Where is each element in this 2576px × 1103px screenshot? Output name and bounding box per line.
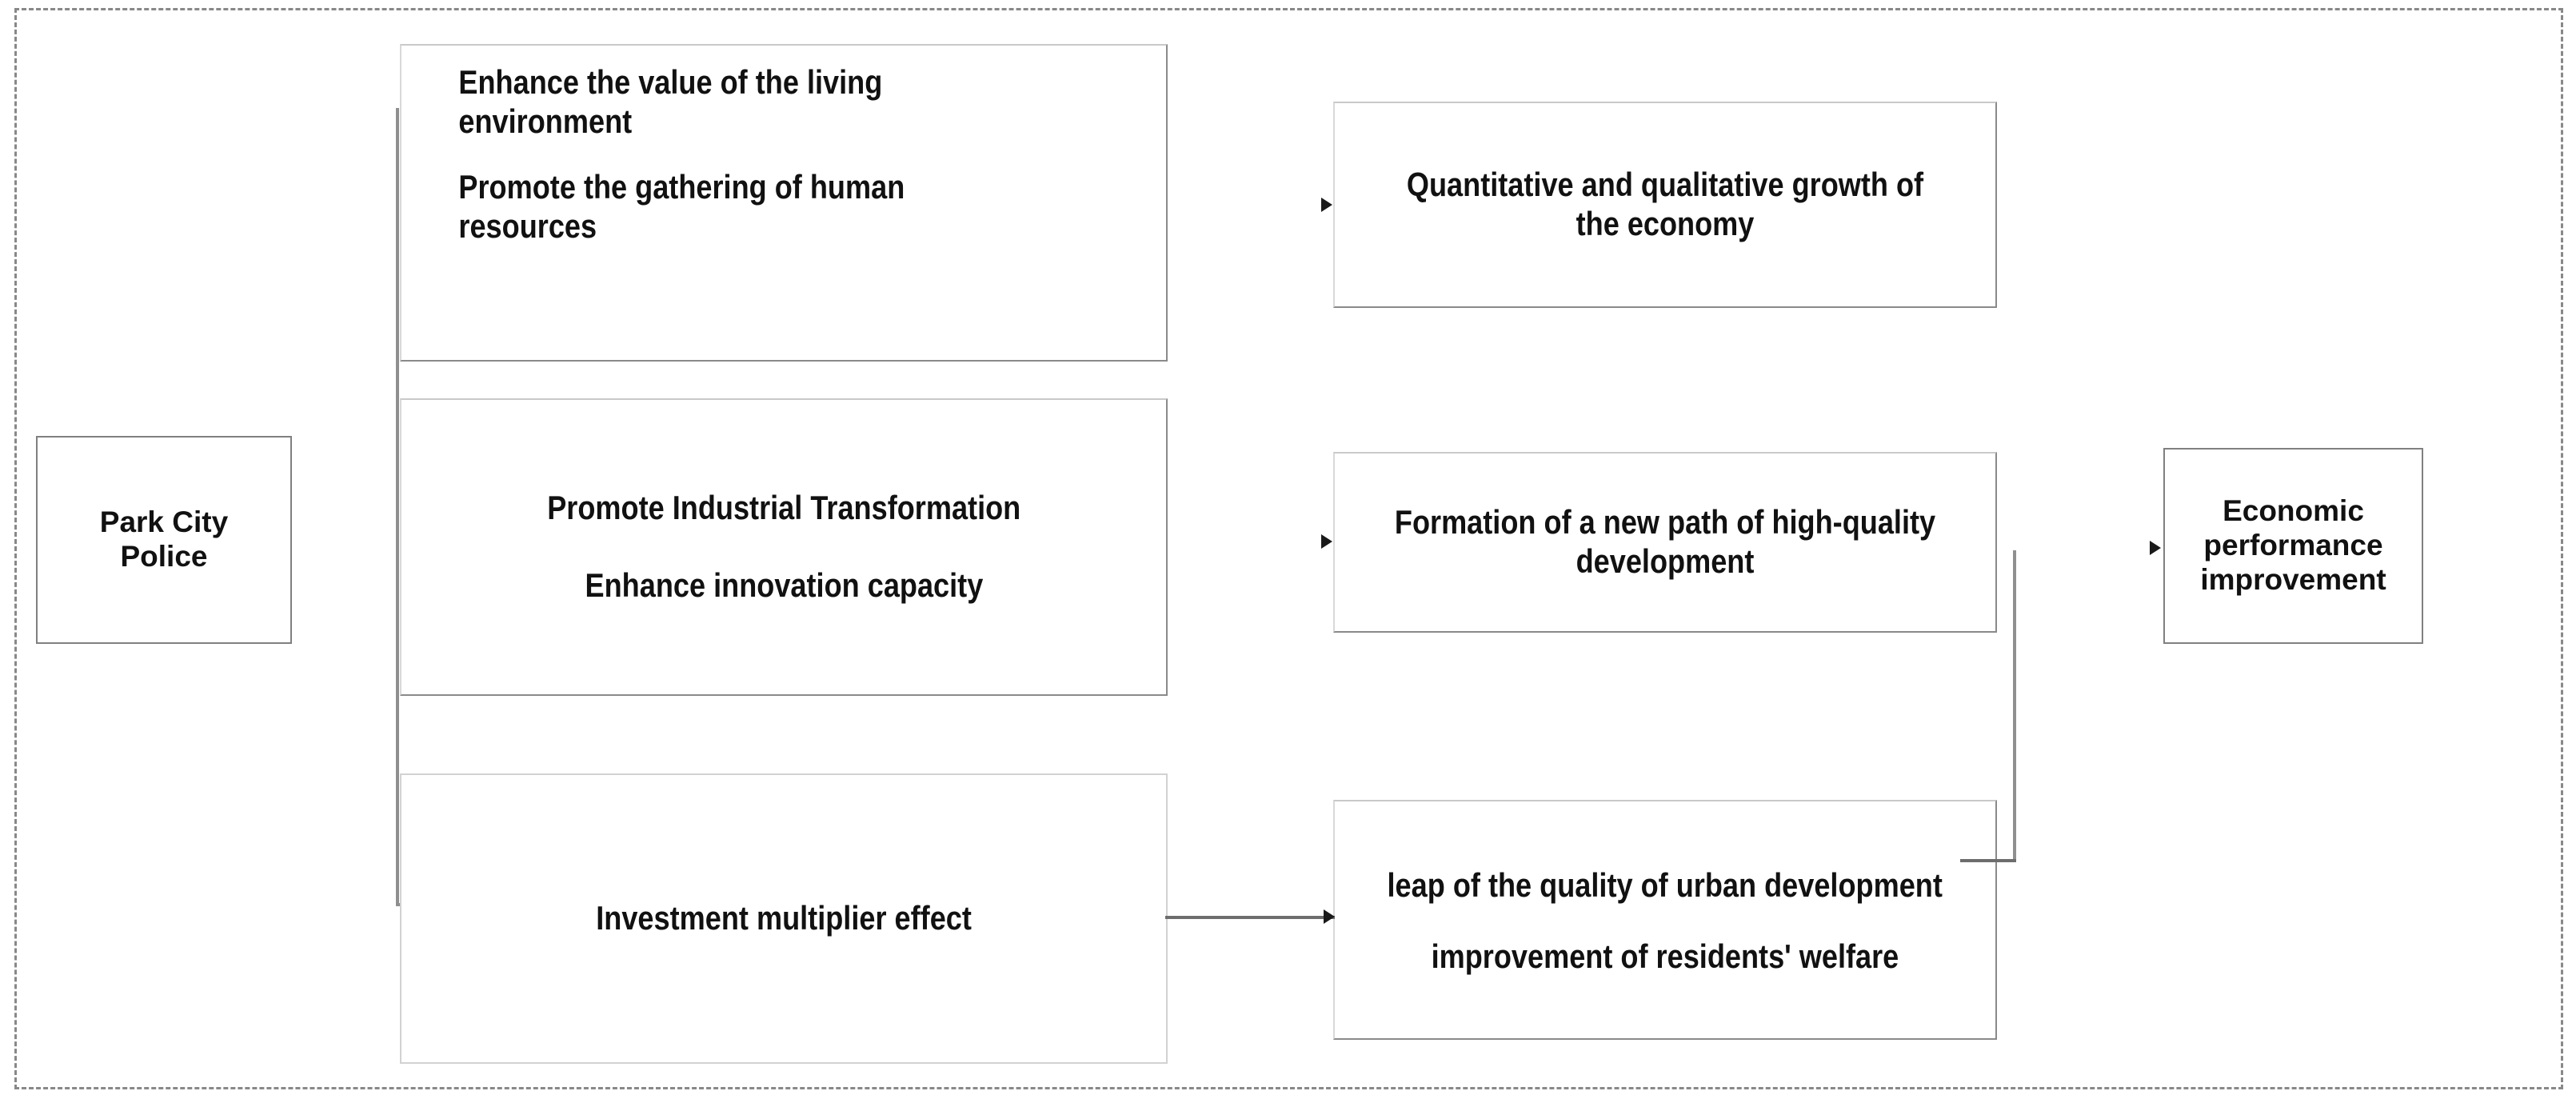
node-living-environment[interactable]: Enhance the value of the living environm… bbox=[400, 44, 1168, 362]
node-high-quality-path-line1: Formation of a new path of high-quality … bbox=[1394, 503, 1936, 580]
node-park-city-police[interactable]: Park City Police bbox=[36, 436, 292, 644]
node-economic-performance-line1: Economic performance improvement bbox=[2200, 494, 2386, 596]
node-urban-welfare[interactable]: leap of the quality of urban development… bbox=[1333, 800, 1997, 1040]
node-urban-welfare-line2: improvement of residents' welfare bbox=[1431, 937, 1899, 975]
node-park-city-police-label: Park City Police bbox=[99, 506, 229, 573]
connector-investment-to-urban-welfare bbox=[1165, 916, 1335, 919]
node-industrial-transformation-line1: Promote Industrial Transformation bbox=[546, 489, 1021, 527]
connector-right-bottom-stub bbox=[1960, 859, 2016, 862]
arrow-into-urban-welfare bbox=[1324, 909, 1335, 924]
node-industrial-transformation-line2: Enhance innovation capacity bbox=[585, 566, 983, 604]
arrow-into-high-quality-path bbox=[1321, 534, 1332, 549]
node-living-environment-line1: Enhance the value of the living environm… bbox=[458, 63, 883, 140]
node-economy-growth-line1: Quantitative and qualitative growth of t… bbox=[1406, 166, 1924, 242]
node-high-quality-path[interactable]: Formation of a new path of high-quality … bbox=[1333, 452, 1997, 633]
node-investment-multiplier[interactable]: Investment multiplier effect bbox=[400, 773, 1168, 1064]
connector-left-spine bbox=[396, 108, 399, 906]
arrow-into-economic-performance bbox=[2150, 541, 2161, 555]
node-industrial-transformation[interactable]: Promote Industrial Transformation Enhanc… bbox=[400, 398, 1168, 696]
node-investment-multiplier-line1: Investment multiplier effect bbox=[596, 899, 972, 937]
node-economy-growth[interactable]: Quantitative and qualitative growth of t… bbox=[1333, 102, 1997, 308]
node-living-environment-line2: Promote the gathering of human resources bbox=[458, 168, 905, 246]
node-urban-welfare-line1: leap of the quality of urban development bbox=[1387, 866, 1943, 905]
arrow-into-economy-growth bbox=[1321, 198, 1332, 212]
node-economic-performance[interactable]: Economic performance improvement bbox=[2163, 448, 2423, 644]
diagram-outer-frame bbox=[14, 8, 2563, 1089]
connector-right-spine bbox=[2013, 550, 2016, 862]
